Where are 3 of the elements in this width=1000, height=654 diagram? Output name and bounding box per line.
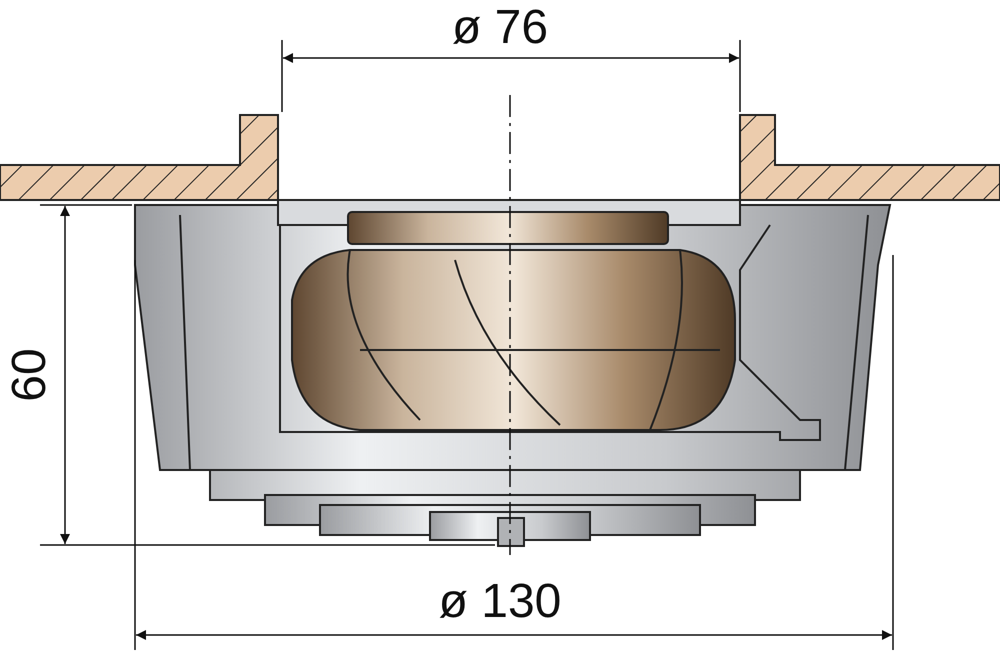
- dimension-label: ø 76: [452, 4, 548, 52]
- dimension-label: ø 130: [438, 578, 562, 626]
- dimension-label: 60: [6, 348, 54, 402]
